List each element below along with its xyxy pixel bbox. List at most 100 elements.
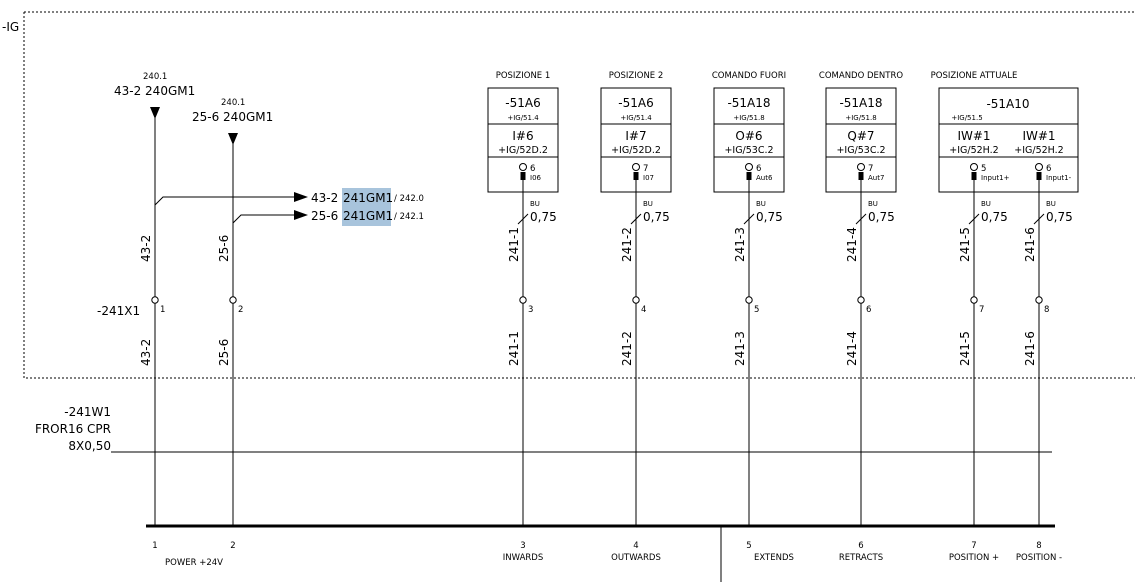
module-title: COMANDO FUORI [712, 71, 786, 81]
io-pin-contact [1036, 172, 1042, 180]
crossref-page: / 242.0 [394, 194, 424, 204]
wire-section-mark [517, 213, 529, 225]
module-posizione-2: POSIZIONE 2 -51A6 +IG/51.4 I#7 +IG/52D.2… [600, 71, 672, 193]
io-address: IW#1 [1022, 129, 1055, 143]
pin-number: 5 [981, 164, 986, 174]
location-tag: -IG [2, 20, 19, 34]
io-ref: +IG/52H.2 [949, 145, 998, 156]
crossref-branch-2 [232, 214, 296, 224]
io-address: IW#1 [957, 129, 990, 143]
wire-color: BU [530, 200, 540, 208]
power-wire-label: 43-2 [139, 235, 153, 262]
terminal-5[interactable] [745, 296, 753, 304]
signal-name: Input1- [1046, 174, 1072, 182]
terminal-3[interactable] [519, 296, 527, 304]
device-ref: +IG/51.4 [620, 114, 652, 122]
module-title: POSIZIONE ATTUALE [931, 71, 1018, 81]
wire-number: 241-3 [733, 227, 747, 262]
device-tag: -51A6 [618, 96, 653, 110]
io-ref: +IG/52D.2 [611, 145, 661, 156]
bottom-label-outwards: OUTWARDS [611, 553, 661, 563]
wire-color: BU [868, 200, 878, 208]
io-pin[interactable] [632, 163, 640, 171]
io-pin[interactable] [970, 163, 978, 171]
power-wire-label: 25-6 [217, 235, 231, 262]
module-posizione-1: POSIZIONE 1 -51A6 +IG/51.4 I#6 +IG/52D.2… [487, 71, 559, 193]
cable-type: FROR16 CPR [35, 422, 111, 436]
io-ref: +IG/52H.2 [1014, 145, 1063, 156]
wire-number: 241-6 [1023, 227, 1037, 262]
wire-color: BU [643, 200, 653, 208]
pin-number: 7 [643, 164, 648, 174]
wire-section: 0,75 [643, 210, 670, 224]
crossref-arrow-2 [294, 210, 308, 220]
io-pin[interactable] [1035, 163, 1043, 171]
crossref-dest[interactable]: 241GM1 [343, 209, 393, 223]
power-label: POWER +24V [165, 558, 223, 568]
crossref-highlight [342, 206, 391, 226]
device-ref: +IG/51.8 [733, 114, 764, 122]
io-pin[interactable] [519, 163, 527, 171]
io-ref: +IG/52D.2 [498, 145, 548, 156]
wire-section: 0,75 [530, 210, 557, 224]
io-ref: +IG/53C.2 [836, 145, 885, 156]
terminal-2[interactable] [229, 296, 237, 304]
signal-name: Aut7 [868, 174, 884, 182]
bottom-number: 8 [1036, 541, 1041, 551]
io-address: I#7 [625, 129, 646, 143]
terminal-7[interactable] [970, 296, 978, 304]
wire-section-mark [630, 213, 642, 225]
signal-wire-241-3: BU 0,75 241-3 5 241-3 [733, 180, 783, 526]
wire-section-mark [1033, 213, 1045, 225]
terminal-6[interactable] [857, 296, 865, 304]
pin-number: 6 [1046, 164, 1051, 174]
io-pin-contact [858, 172, 864, 180]
bottom-number: 5 [746, 541, 751, 551]
signal-wire-241-5: BU 0,75 241-5 7 241-5 [958, 180, 1008, 526]
wire-number: 241-5 [958, 331, 972, 366]
location-boundary-left-bottom [23, 12, 1135, 379]
crossref-wire: 43-2 [311, 191, 338, 205]
signal-name: I06 [530, 174, 542, 182]
signal-wire-241-4: BU 0,75 241-4 6 241-4 [845, 180, 895, 526]
bottom-label-position-plus: POSITION + [949, 553, 999, 563]
crossref-wire: 25-6 [311, 209, 338, 223]
terminal-1[interactable] [151, 296, 159, 304]
bottom-number: 1 [152, 541, 157, 551]
wire-color: BU [1046, 200, 1056, 208]
bottom-label-retracts: RETRACTS [839, 553, 883, 563]
terminal-number: 2 [238, 305, 243, 315]
wire-number: 241-3 [733, 331, 747, 366]
terminal-number: 5 [754, 305, 759, 315]
wire-section: 0,75 [868, 210, 895, 224]
wire-color: BU [981, 200, 991, 208]
wire-section-mark [743, 213, 755, 225]
wire-section: 0,75 [756, 210, 783, 224]
module-posizione-attuale: POSIZIONE ATTUALE -51A10 +IG/51.5 IW#1 +… [931, 71, 1079, 193]
crossref-arrow-1 [294, 192, 308, 202]
module-box[interactable] [938, 87, 1079, 193]
module-comando-fuori: COMANDO FUORI -51A18 +IG/51.8 O#6 +IG/53… [712, 71, 786, 193]
signal-wire-241-6: BU 0,75 241-6 8 241-6 [1023, 180, 1073, 526]
terminal-number: 8 [1044, 305, 1049, 315]
crossref-2: 25-6 241GM1 / 242.1 [311, 206, 424, 226]
source-page: 240.1 [143, 72, 167, 82]
device-tag: -51A10 [986, 97, 1029, 111]
bottom-number: 7 [971, 541, 976, 551]
terminal-4[interactable] [632, 296, 640, 304]
source-2: 240.1 25-6 240GM1 [192, 98, 273, 145]
crossref-dest[interactable]: 241GM1 [343, 191, 393, 205]
bottom-label-extends: EXTENDS [754, 553, 794, 563]
io-pin[interactable] [857, 163, 865, 171]
wire-number: 241-1 [507, 227, 521, 262]
device-ref: +IG/51.4 [507, 114, 539, 122]
io-address: Q#7 [847, 129, 874, 143]
bottom-number: 3 [520, 541, 525, 551]
crossref-branch-1 [154, 196, 296, 206]
terminal-8[interactable] [1035, 296, 1043, 304]
wire-section-mark [968, 213, 980, 225]
io-pin[interactable] [745, 163, 753, 171]
terminal-strip-label: -241X1 [97, 304, 140, 318]
io-address: O#6 [735, 129, 762, 143]
